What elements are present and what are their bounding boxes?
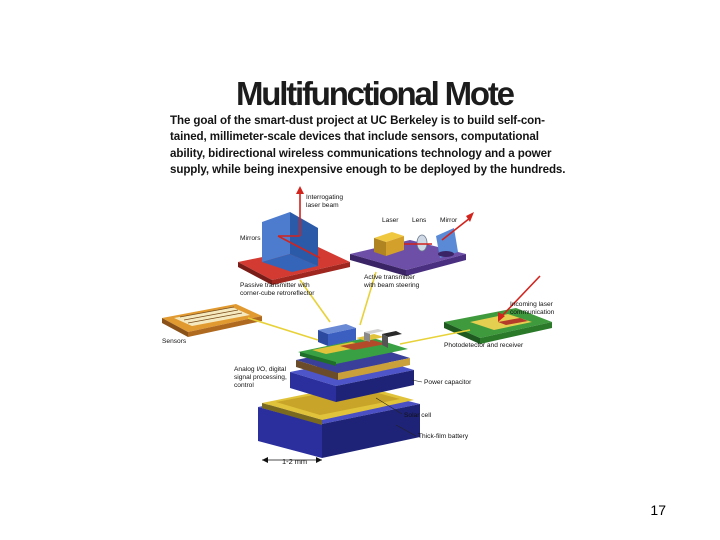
label-mirrors: Mirrors — [240, 235, 261, 242]
sensors-board — [162, 304, 262, 337]
label-sensors: Sensors — [162, 338, 187, 345]
intro-paragraph: The goal of the smart-dust project at UC… — [170, 113, 566, 178]
label-solar-cell: Solar cell — [404, 412, 432, 419]
label-power-capacitor: Power capacitor — [424, 379, 472, 386]
label-analog-io-3: control — [234, 382, 254, 389]
label-interrogating-beam-2: laser beam — [306, 202, 339, 209]
label-active-transmitter-2: with beam steering — [363, 282, 420, 289]
dimension-arrow — [262, 457, 322, 463]
label-battery: Thick-film battery — [418, 433, 469, 440]
label-photodetector: Photodetector and receiver — [444, 342, 524, 349]
label-lens: Lens — [412, 217, 427, 224]
label-analog-io: Analog I/O, digital — [234, 366, 287, 373]
label-interrogating-beam: Interrogating — [306, 194, 343, 201]
diagram-title: Multifunctional Mote — [236, 75, 515, 112]
label-incoming-laser: Incoming laser — [510, 301, 554, 308]
label-passive-transmitter: Passive transmitter with — [240, 282, 310, 289]
intro-line: The goal of the smart-dust project at UC… — [170, 114, 545, 127]
label-incoming-laser-2: communication — [510, 309, 555, 316]
intro-line: ability, bidirectional wireless communic… — [170, 146, 552, 160]
label-laser: Laser — [382, 217, 399, 224]
label-pointers — [375, 379, 423, 437]
slide-number: 17 — [650, 502, 666, 518]
top-chip — [318, 324, 402, 348]
label-analog-io-2: signal processing, — [234, 374, 287, 381]
intro-line: tained, millimeter-scale devices that in… — [170, 130, 539, 144]
leader-lines — [247, 271, 471, 345]
label-mirror: Mirror — [440, 217, 458, 224]
beam-arrowheads — [296, 186, 505, 322]
active-transmitter — [350, 228, 466, 276]
label-active-transmitter: Active transmitter — [364, 274, 416, 281]
intro-line: supply, while being inexpensive enough t… — [170, 162, 566, 176]
laser-beams — [277, 192, 541, 319]
label-dimension: 1-2 mm — [282, 457, 307, 466]
passive-transmitter — [238, 212, 350, 285]
label-passive-transmitter-2: corner-cube retroreflector — [240, 290, 315, 297]
photodetector-board — [444, 308, 552, 344]
